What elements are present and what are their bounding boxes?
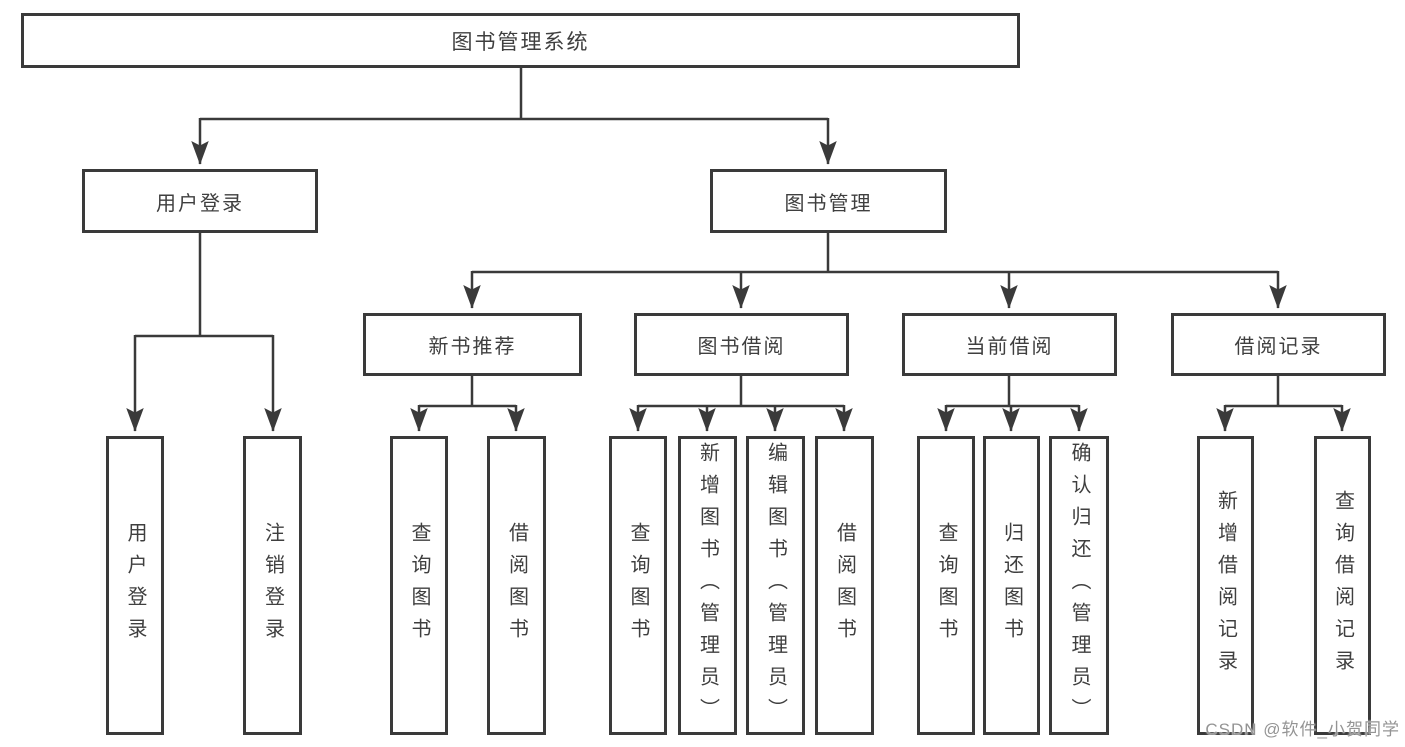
leaf-user-login: 用户登录 <box>106 436 164 735</box>
leaf-query-books-current: 查询图书 <box>917 436 975 735</box>
leaf-borrow-books: 借阅图书 <box>815 436 874 735</box>
leaf-return-books-label: 归还图书 <box>1000 521 1023 650</box>
leaf-add-borrow-record-label: 新增借阅记录 <box>1214 489 1237 682</box>
node-new-book-recommendation: 新书推荐 <box>363 313 582 376</box>
leaf-query-borrow-record: 查询借阅记录 <box>1314 436 1371 735</box>
node-book-borrowing: 图书借阅 <box>634 313 849 376</box>
leaf-return-books: 归还图书 <box>983 436 1040 735</box>
leaf-logout-label: 注销登录 <box>261 521 284 650</box>
node-book-management: 图书管理 <box>710 169 947 233</box>
leaf-edit-books-admin: 编辑图书（管理员） <box>746 436 805 735</box>
leaf-add-books-admin: 新增图书（管理员） <box>678 436 737 735</box>
leaf-query-books-recommendation: 查询图书 <box>390 436 448 735</box>
leaf-query-books-borrowing-label: 查询图书 <box>627 521 649 650</box>
leaf-user-login-label: 用户登录 <box>124 521 146 650</box>
leaf-edit-books-admin-label: 编辑图书（管理员） <box>764 441 787 730</box>
leaf-borrow-books-recommendation: 借阅图书 <box>487 436 546 735</box>
leaf-query-books-borrowing: 查询图书 <box>609 436 667 735</box>
leaf-add-books-admin-label: 新增图书（管理员） <box>696 441 719 730</box>
leaf-query-books-recommendation-label: 查询图书 <box>408 521 430 650</box>
leaf-query-books-current-label: 查询图书 <box>935 521 957 650</box>
leaf-add-borrow-record: 新增借阅记录 <box>1197 436 1254 735</box>
node-borrowing-records: 借阅记录 <box>1171 313 1386 376</box>
leaf-confirm-return-admin: 确认归还（管理员） <box>1049 436 1109 735</box>
leaf-borrow-books-recommendation-label: 借阅图书 <box>505 521 528 650</box>
node-current-borrowing: 当前借阅 <box>902 313 1117 376</box>
leaf-query-borrow-record-label: 查询借阅记录 <box>1331 489 1354 682</box>
leaf-confirm-return-admin-label: 确认归还（管理员） <box>1068 441 1090 730</box>
leaf-borrow-books-label: 借阅图书 <box>833 521 856 650</box>
node-user-login: 用户登录 <box>82 169 318 233</box>
csdn-watermark: CSDN @软件_小贺同学 <box>1205 720 1400 739</box>
node-library-management-system: 图书管理系统 <box>21 13 1020 68</box>
leaf-logout: 注销登录 <box>243 436 302 735</box>
